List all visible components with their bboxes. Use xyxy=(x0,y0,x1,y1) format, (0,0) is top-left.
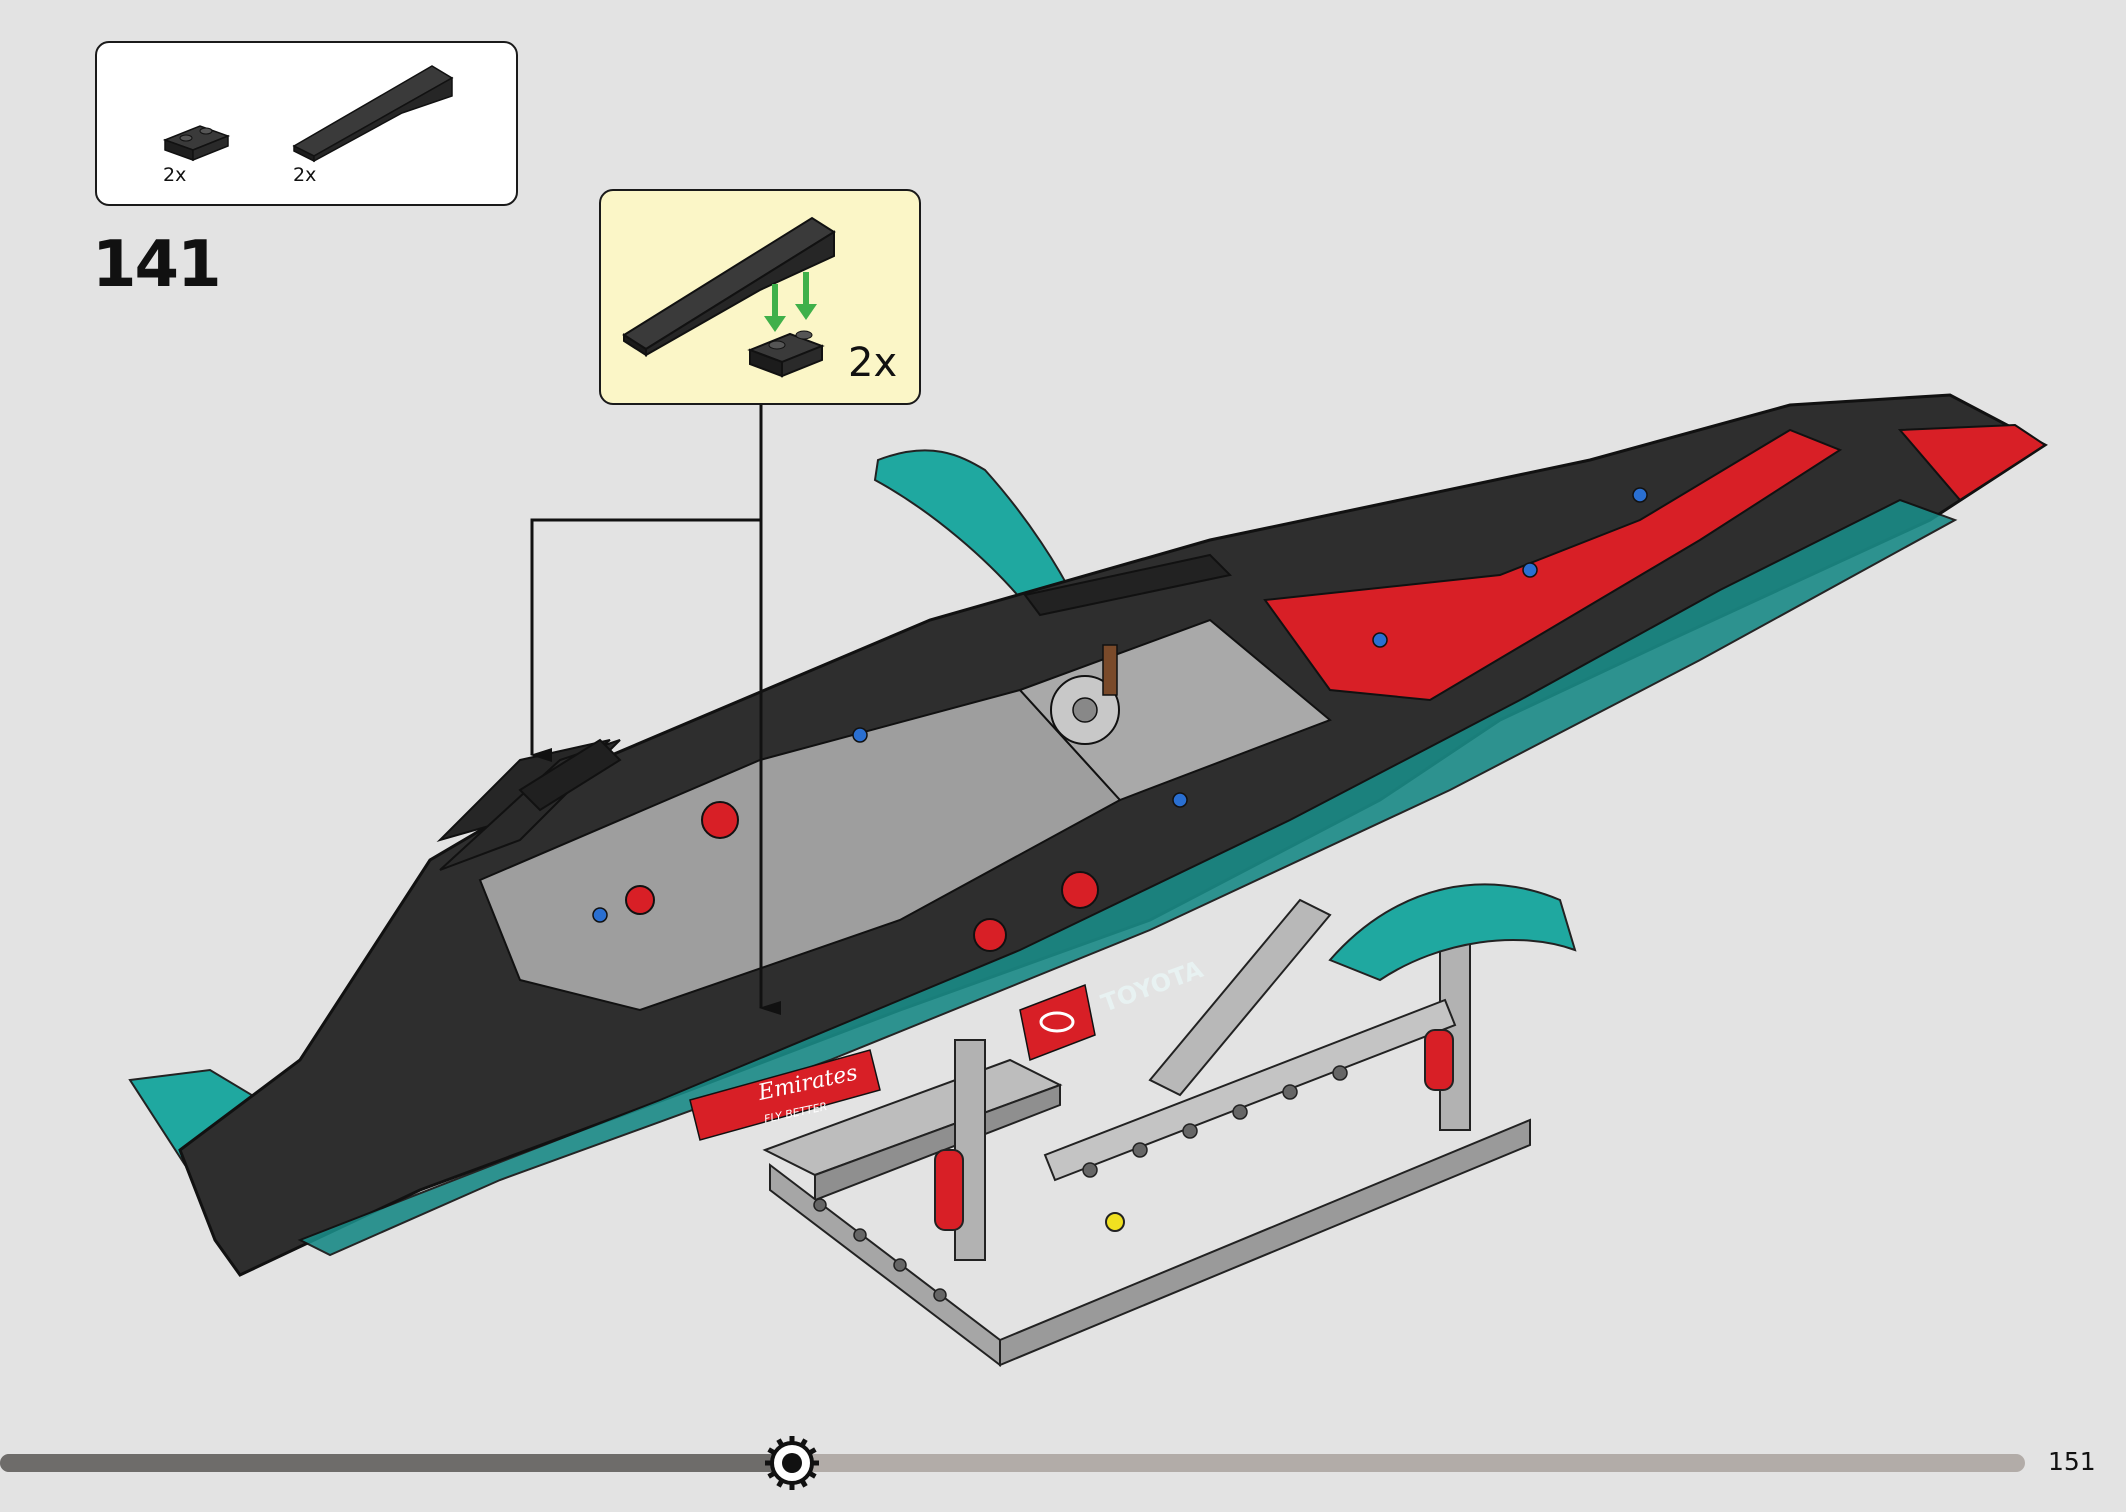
stand-frame xyxy=(762,898,1531,1368)
placement-arrows xyxy=(530,405,781,1015)
wedge-plate-placement-top xyxy=(518,738,622,812)
part-qty-wedge: 2x xyxy=(293,164,317,186)
emirates-decal: Emirates FLY BETTER xyxy=(689,1049,881,1141)
progress-bar xyxy=(0,1436,2025,1490)
callout-qty: 2x xyxy=(848,340,898,386)
callout-wedge-assembly xyxy=(622,216,836,378)
step-number: 141 xyxy=(92,228,222,302)
plate-1x2-black-icon xyxy=(162,125,231,162)
sponsor-toyota-text: TOYOTA xyxy=(1097,955,1207,1018)
green-down-arrow-icon xyxy=(764,272,817,332)
progress-fill xyxy=(0,1454,790,1472)
wedge-plate-black-icon xyxy=(292,65,454,163)
page-number: 151 xyxy=(2048,1447,2096,1476)
parts-list-box xyxy=(95,41,518,206)
boat-hull xyxy=(178,393,2048,1277)
part-qty-plate: 2x xyxy=(163,164,187,186)
sub-assembly-callout xyxy=(599,189,921,405)
sun-gear-icon xyxy=(765,1436,819,1490)
